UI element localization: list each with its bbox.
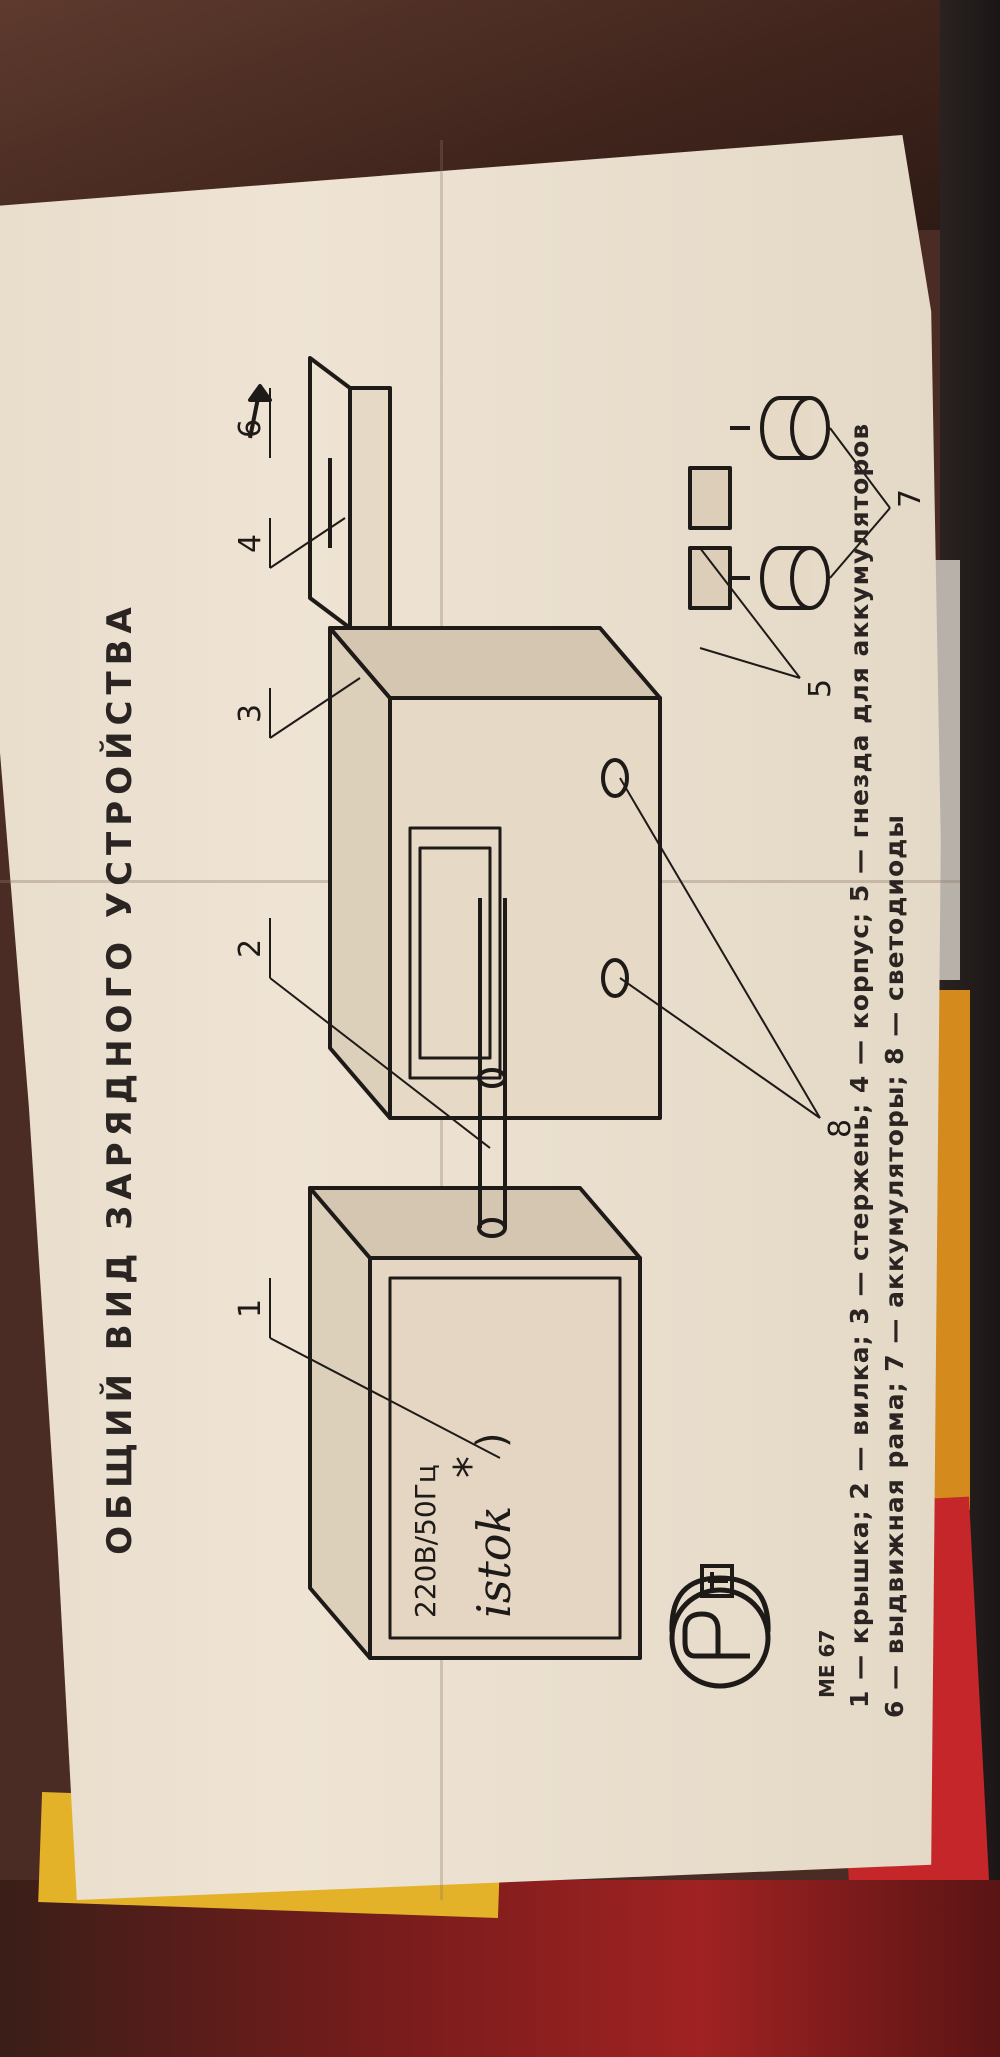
cover-rating-label: 220В/50Гц xyxy=(409,1464,442,1618)
battery-sockets-drawing xyxy=(688,466,732,610)
callout-3: 3 xyxy=(233,704,268,723)
cover-mark-suffix-label: ) xyxy=(469,1432,515,1448)
certification-mark xyxy=(669,1564,771,1689)
callout-4: 4 xyxy=(233,534,268,553)
batteries-drawing xyxy=(730,396,830,610)
plug-pins-drawing xyxy=(477,898,507,1238)
body-drawing xyxy=(328,626,662,1120)
callout-6: 6 xyxy=(233,419,268,438)
legend-line-2: 6 — выдвижная рама; 7 — аккумуляторы; 8 … xyxy=(880,814,909,1718)
callout-7: 7 xyxy=(893,489,928,508)
sheet-content: ОБЩИЙ ВИД ЗАРЯДНОГО УСТРОЙСТВА xyxy=(60,178,940,1878)
cover-mark-label: * xyxy=(445,1456,496,1478)
charger-diagram: 1 2 3 4 5 6 7 8 220В/50Гц istok * ) xyxy=(233,356,928,1689)
legend-line-1: 1 — крышка; 2 — вилка; 3 — стержень; 4 —… xyxy=(845,422,874,1708)
callout-5: 5 xyxy=(803,679,838,698)
callout-2: 2 xyxy=(233,939,268,958)
cover-brand-label: istok xyxy=(467,1506,521,1618)
background-red-surface xyxy=(0,1880,1000,2057)
callout-1: 1 xyxy=(233,1299,268,1318)
callout-8: 8 xyxy=(823,1119,858,1138)
sliding-frame-drawing xyxy=(248,356,392,630)
cover-drawing xyxy=(308,1186,642,1660)
certification-code: МЕ 67 xyxy=(815,1629,839,1698)
leader-lines xyxy=(269,388,891,1459)
